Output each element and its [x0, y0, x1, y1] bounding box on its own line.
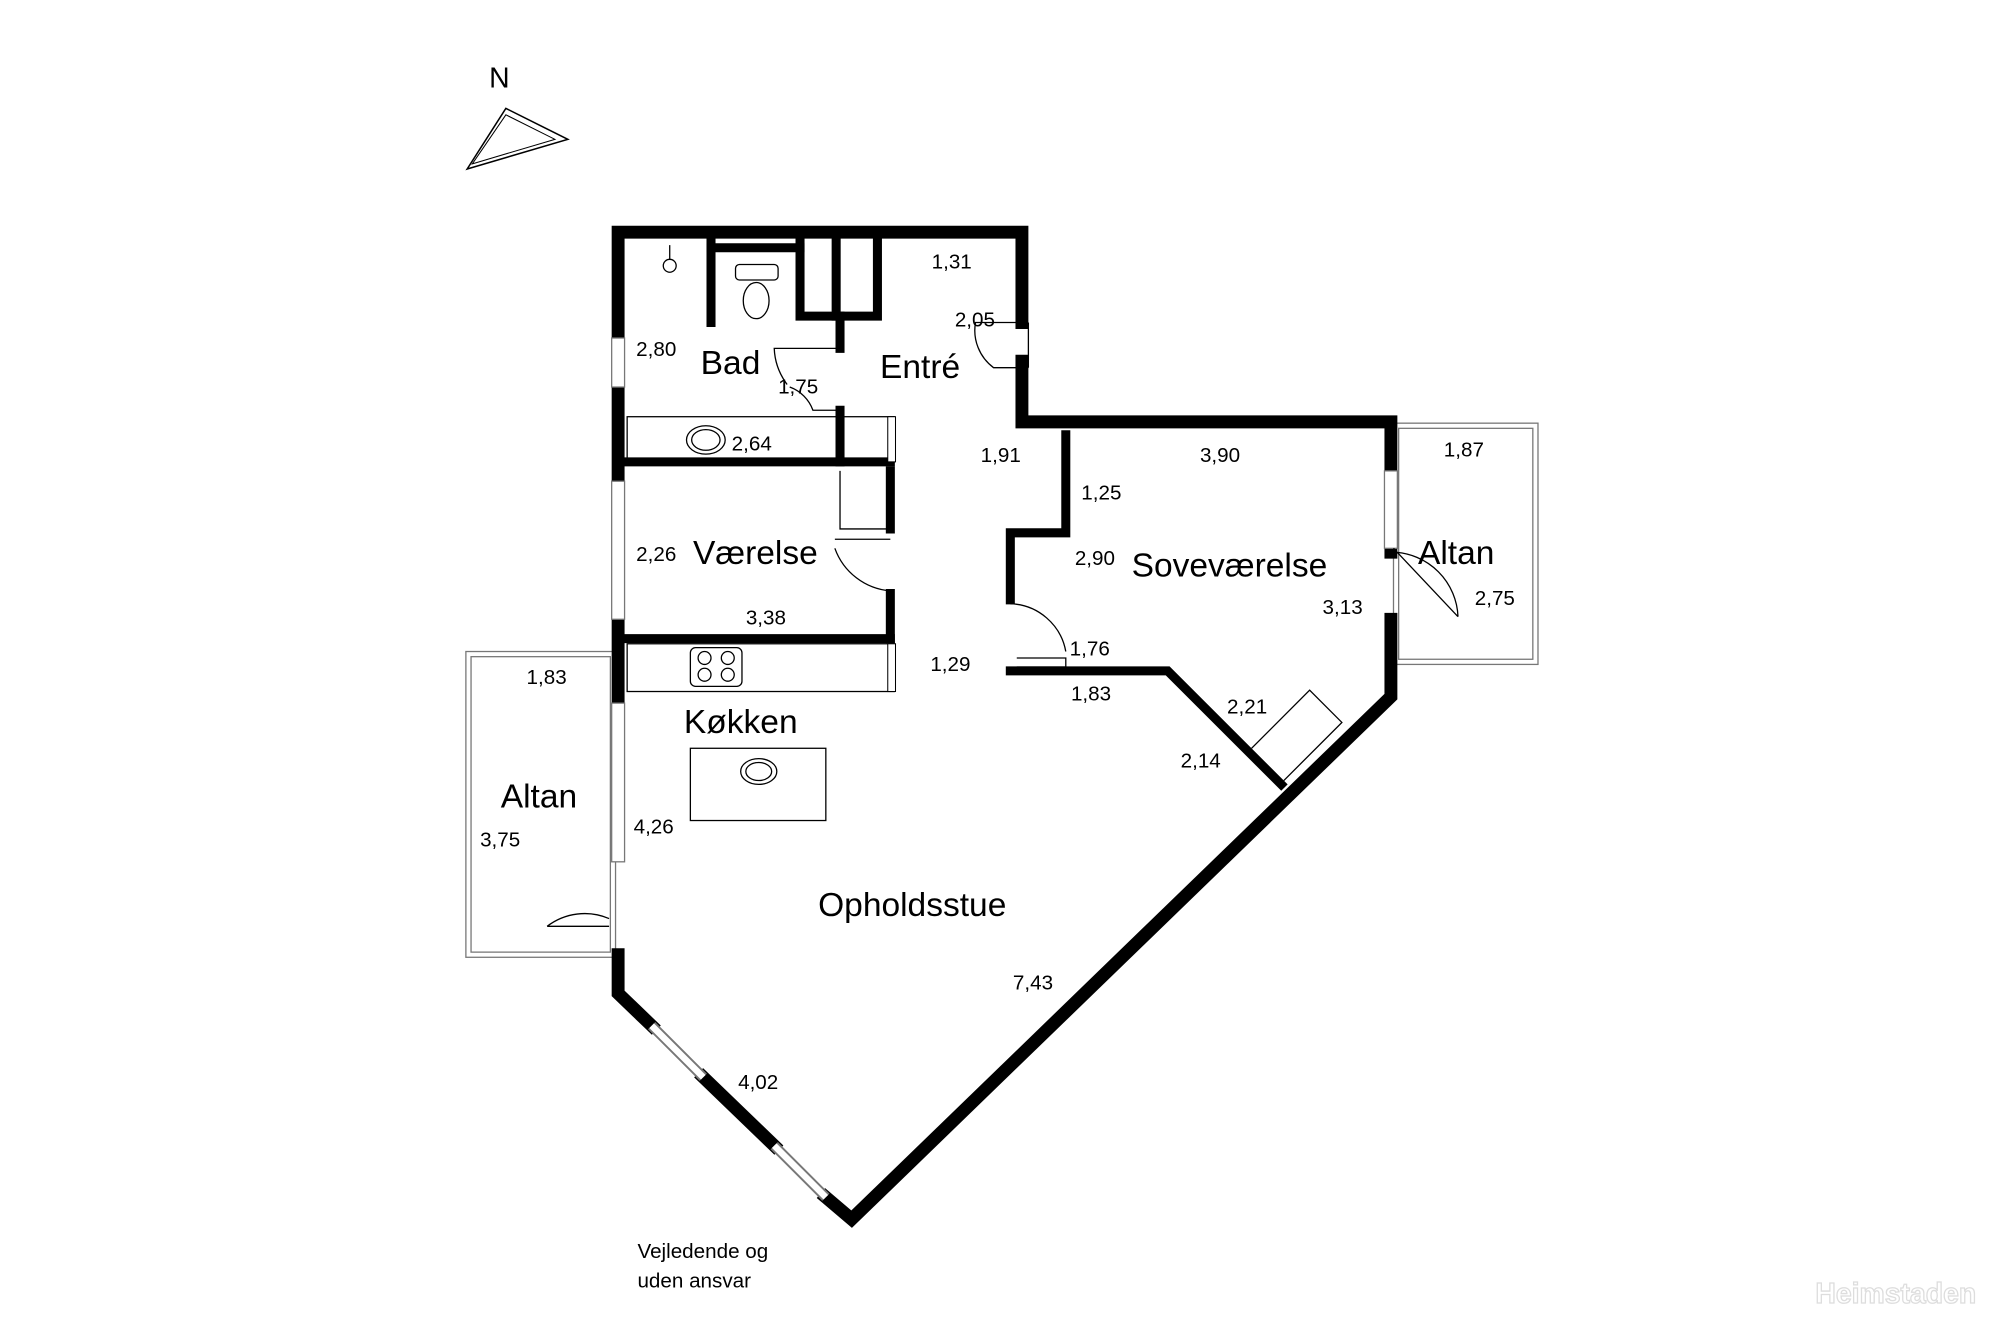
- balcony-west: [465, 650, 617, 958]
- disclaimer-line-2: uden ansvar: [637, 1270, 751, 1293]
- dimension: 3,75: [480, 828, 520, 851]
- doors: [546, 321, 1459, 927]
- dimension: 2,75: [1475, 587, 1515, 610]
- room-label-bad: Bad: [701, 345, 761, 382]
- dimension: 3,90: [1200, 444, 1240, 467]
- room-label-altan-east: Altan: [1418, 535, 1494, 572]
- compass-label: N: [489, 63, 510, 95]
- dimension: 2,21: [1227, 695, 1267, 718]
- room-label-vaerelse: Værelse: [693, 535, 818, 572]
- windows: [611, 337, 1399, 1201]
- dimension: 7,43: [1013, 972, 1053, 995]
- dimension: 4,02: [738, 1071, 778, 1094]
- room-label-koekken: Køkken: [684, 704, 798, 741]
- disclaimer-line-1: Vejledende og: [637, 1240, 768, 1263]
- dimension: 3,38: [746, 606, 786, 629]
- north-arrow-icon: [465, 107, 570, 171]
- dimension: 2,80: [636, 338, 676, 361]
- dimension: 1,83: [527, 666, 567, 689]
- room-label-sovevaerelse: Soveværelse: [1132, 548, 1328, 585]
- interior-walls: [620, 232, 1288, 791]
- room-label-entre: Entré: [880, 349, 960, 386]
- dimension: 1,76: [1070, 637, 1110, 660]
- fixtures: [662, 245, 827, 822]
- dimension: 1,83: [1071, 683, 1111, 706]
- dimension: 2,26: [636, 543, 676, 566]
- dimension: 1,29: [930, 653, 970, 676]
- dimension: 4,26: [634, 815, 674, 838]
- dimension: 1,31: [932, 250, 972, 273]
- balcony-east: [1392, 422, 1539, 666]
- dimension: 2,05: [955, 308, 995, 331]
- exterior-walls: [611, 225, 1398, 1228]
- dimension: 1,25: [1081, 481, 1121, 504]
- dimension: 3,13: [1323, 596, 1363, 619]
- room-label-altan-west: Altan: [501, 779, 577, 816]
- dimension: 1,75: [778, 375, 818, 398]
- dimension: 2,64: [732, 432, 772, 455]
- dimension: 1,87: [1444, 439, 1484, 462]
- dimension: 1,91: [981, 444, 1021, 467]
- dimension: 2,14: [1181, 750, 1221, 773]
- dimension-labels: 1,31 2,05 2,80 1,75 2,64 1,91 3,90 1,25 …: [480, 250, 1515, 1094]
- dimension: 2,90: [1075, 547, 1115, 570]
- room-label-opholdsstue: Opholdsstue: [818, 887, 1006, 924]
- watermark-logo: Heimstaden: [1815, 1278, 1976, 1310]
